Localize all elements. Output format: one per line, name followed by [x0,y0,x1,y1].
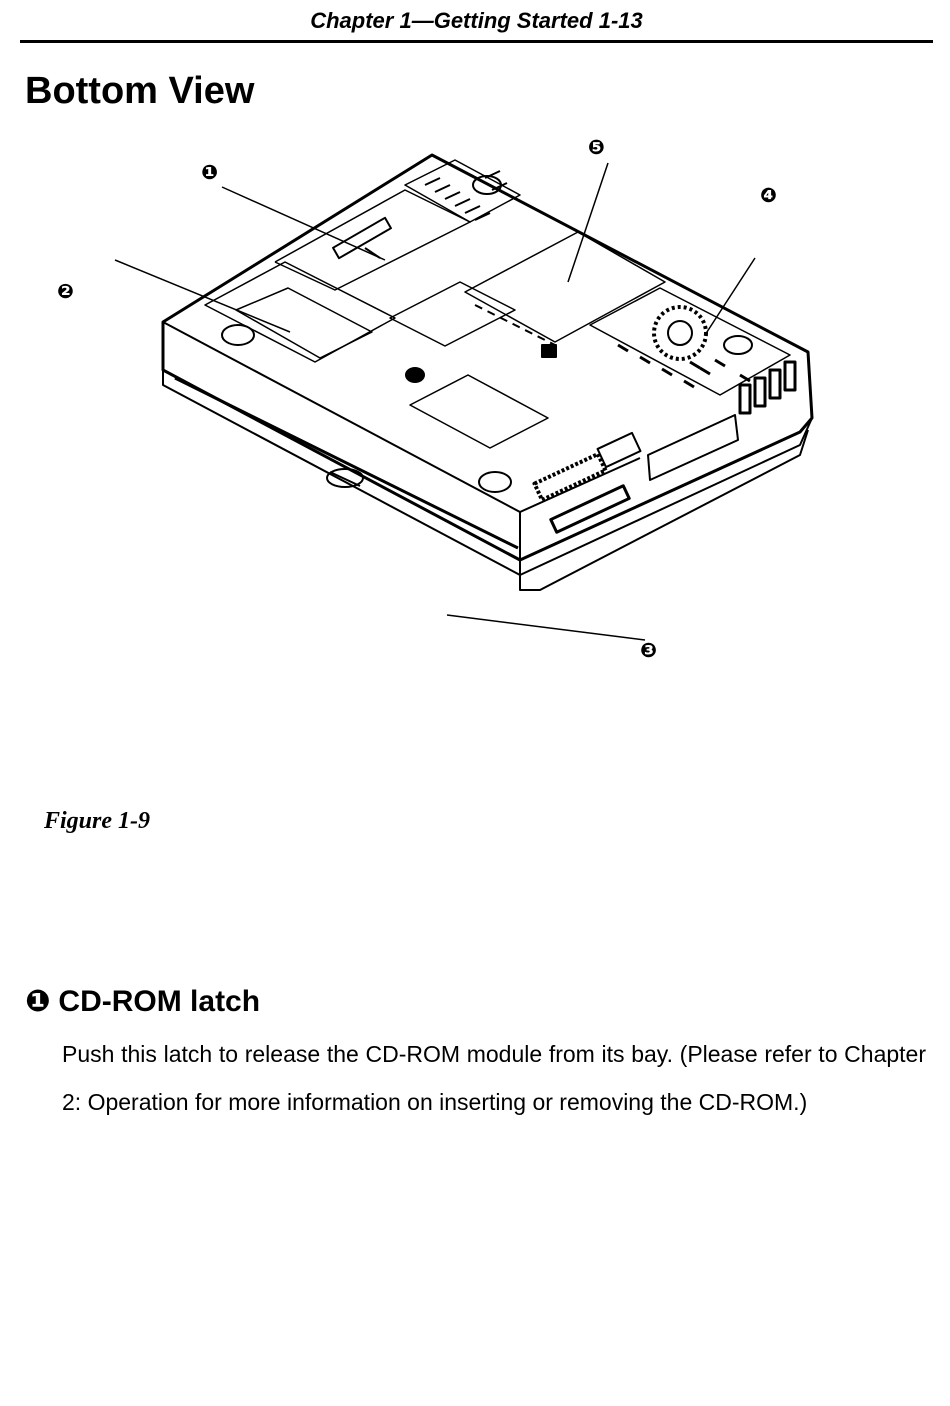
callout-3: ❸ [640,640,657,662]
callout-2: ❷ [57,281,74,303]
callout-4: ❹ [760,185,777,207]
laptop-bottom-illustration [114,153,814,641]
callout-1: ❶ [201,162,218,184]
section-title: CD-ROM latch [58,985,261,1018]
callout-5: ❺ [588,137,605,159]
page-title: Bottom View [25,70,255,112]
figure-caption: Figure 1-9 [44,808,151,834]
section-body: Push this latch to release the CD-ROM mo… [62,1041,926,1115]
header-text: Chapter 1—Getting Started 1-13 [310,8,643,33]
laptop-bottom-figure: ❶ ❷ ❸ ❹ ❺ [0,125,950,685]
section-number: ❶ [25,985,51,1018]
running-header: Chapter 1—Getting Started 1-13 [20,6,933,43]
